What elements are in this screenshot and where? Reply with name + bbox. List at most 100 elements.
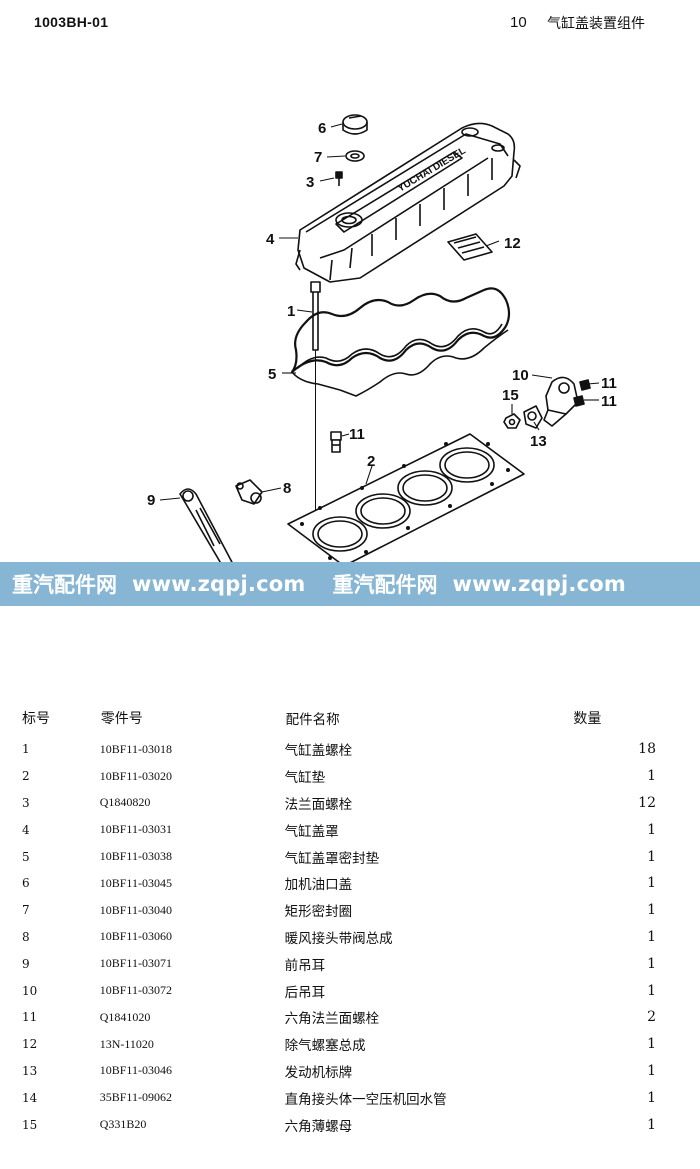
row-quantity: 1: [647, 875, 656, 892]
row-part-name: 气缸盖螺栓: [284, 743, 353, 760]
row-part-number: 10BF11-03031: [99, 822, 172, 837]
callout-15: 15: [502, 387, 519, 404]
row-part-number: Q331B20: [99, 1117, 147, 1132]
header-index: 标号: [22, 711, 50, 727]
row-index: 15: [22, 1117, 38, 1132]
table-row: 12 13N-11020 除气螺塞总成 1: [22, 1031, 678, 1058]
row-part-name: 发动机标牌: [284, 1064, 353, 1081]
row-part-number: 10BF11-03060: [99, 929, 172, 944]
row-part-name: 矩形密封圈: [284, 904, 353, 921]
row-part-name: 前吊耳: [284, 957, 326, 974]
rear-lifting-eye: [543, 376, 579, 427]
header-part-name: 配件名称: [285, 712, 340, 728]
row-quantity: 1: [647, 955, 656, 972]
row-part-name: 后吊耳: [284, 984, 326, 1001]
callout-12: 11: [349, 426, 365, 443]
right-angle-joint: [523, 405, 543, 429]
row-quantity: 1: [647, 1036, 656, 1053]
row-quantity: 12: [638, 794, 656, 811]
engine-nameplate: [447, 233, 493, 261]
row-index: 13: [22, 1063, 38, 1078]
flange-bolt: [335, 171, 343, 186]
cover-gasket: [290, 287, 511, 397]
row-quantity: 1: [647, 902, 656, 919]
row-index: 5: [22, 849, 30, 864]
exploded-view-diagram: YUCHAI DIESEL: [147, 114, 617, 570]
callout-10: 10: [512, 367, 529, 384]
row-index: 11: [22, 1010, 38, 1025]
banner-site-name-repeat: 重汽配件网: [332, 573, 438, 597]
row-index: 2: [22, 769, 30, 784]
banner-url[interactable]: www.zqpj.com: [132, 572, 306, 596]
row-part-number: 10BF11-03040: [99, 902, 172, 917]
row-part-name: 暖风接头带阀总成: [284, 930, 393, 947]
row-index: 10: [22, 983, 38, 998]
seal-ring: [345, 150, 365, 162]
row-index: 1: [22, 742, 30, 757]
front-lifting-eye: [179, 488, 235, 570]
row-part-number: 10BF11-03046: [99, 1063, 172, 1078]
row-part-number: 10BF11-03045: [99, 875, 172, 890]
oil-filler-cap: [342, 114, 368, 135]
row-part-name: 气缸垫: [284, 770, 326, 787]
callout-1: 1: [287, 303, 295, 320]
cylinder-head-gasket: [287, 433, 525, 567]
row-part-number: Q1841020: [99, 1009, 151, 1024]
row-index: 6: [22, 876, 30, 891]
header-part-number: 零件号: [100, 712, 143, 727]
banner-site-name: 重汽配件网: [12, 573, 117, 597]
row-part-number: 13N-11020: [99, 1036, 154, 1051]
table-row: 6 10BF11-03045 加机油口盖 1: [22, 870, 678, 897]
callout-7: 7: [314, 149, 322, 166]
section-title: 气缸盖装置组件: [547, 16, 645, 32]
row-index: 8: [22, 929, 30, 944]
row-quantity: 1: [647, 848, 656, 865]
cylinder-head-cover: [295, 122, 521, 283]
callout-14: 13: [530, 433, 547, 450]
section-number: 10: [510, 14, 527, 31]
cylinder-head-bolt: [310, 281, 321, 512]
row-part-name: 气缸盖罩密封垫: [284, 850, 380, 867]
catalog-code: 1003BH-01: [34, 14, 109, 30]
table-header-row: 标号 零件号 配件名称 数量: [22, 700, 678, 736]
header-quantity: 数量: [573, 711, 602, 727]
row-index: 12: [22, 1037, 38, 1052]
row-part-number: 10BF11-03072: [99, 983, 172, 998]
banner-url-repeat[interactable]: www.zqpj.com: [452, 572, 626, 596]
row-index: 3: [22, 795, 30, 810]
callout-8: 8: [283, 480, 291, 497]
callout-5: 5: [268, 366, 276, 383]
row-part-number: 10BF11-03018: [99, 741, 172, 756]
row-part-name: 气缸盖罩: [284, 823, 339, 840]
callout-2: 2: [367, 453, 375, 470]
row-part-name: 加机油口盖: [284, 877, 353, 894]
row-index: 9: [22, 956, 30, 971]
row-index: 14: [22, 1090, 38, 1105]
callout-9: 9: [147, 492, 155, 509]
heater-connector-valve: [235, 479, 263, 505]
callout-11b: 11: [601, 393, 617, 410]
parts-list-table: 标号 零件号 配件名称 数量 1 10BF11-03018 气缸盖螺栓 1 8 2 10B…: [22, 700, 678, 1138]
row-part-name: 除气螺塞总成: [284, 1038, 366, 1055]
hex-flange-bolts: [573, 379, 591, 407]
row-quantity: 1: [647, 982, 656, 999]
vent-plug: [330, 431, 342, 453]
row-quantity: 2: [647, 1009, 656, 1026]
callout-4: 4: [266, 231, 275, 248]
row-quantity: 1: [647, 821, 656, 838]
callout-13: 12: [504, 235, 521, 252]
row-part-number: 10BF11-03020: [99, 768, 172, 783]
row-part-name: 六角薄螺母: [284, 1118, 353, 1135]
row-part-number: 35BF11-09062: [99, 1090, 172, 1105]
hex-thin-nut: [503, 413, 521, 429]
